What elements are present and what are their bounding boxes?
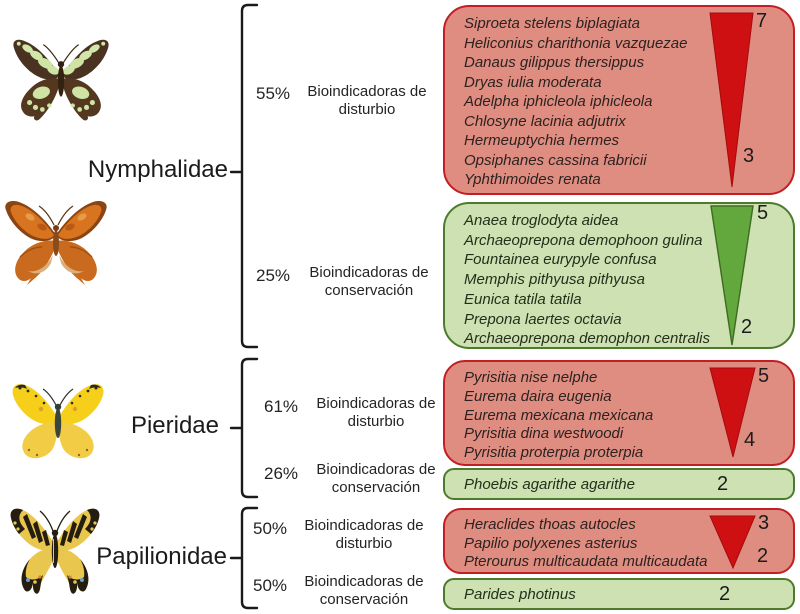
species-item: Eunica tatila tatila xyxy=(464,290,582,308)
species-item: Yphthimoides renata xyxy=(464,171,601,188)
species-item: Heliconius charithonia vazquezae xyxy=(464,34,688,52)
species-box-pieridae-disturbio: Pyrisitia nise nelphe Eurema daira eugen… xyxy=(443,360,795,466)
species-item: Phoebis agarithe agarithe xyxy=(464,475,635,493)
range-bottom-nymphalidae-conservacion: 2 xyxy=(741,316,753,338)
percent-papilionidae-conservacion: 50% xyxy=(253,576,288,595)
bracket-pieridae xyxy=(229,357,259,499)
species-box-papilionidae-conservacion: Parides photinus xyxy=(443,578,795,610)
range-top-papilionidae-disturbio: 3 xyxy=(758,512,770,534)
species-item: Adelpha iphicleola iphicleola xyxy=(464,93,653,110)
range-bottom-nymphalidae-disturbio: 3 xyxy=(743,145,755,167)
species-item: Papilio polyxenes asterius xyxy=(464,534,638,552)
percent-nymphalidae-disturbio: 55% xyxy=(256,84,291,103)
species-item: Pyrisitia proterpia proterpia xyxy=(464,444,644,462)
orange-leafwing-butterfly-image xyxy=(5,200,108,286)
species-box-papilionidae-disturbio: Heraclides thoas autocles Papilio polyxe… xyxy=(443,508,795,574)
species-item: Danaus gilippus thersippus xyxy=(464,54,645,71)
species-item: Opsiphanes cassina fabricii xyxy=(464,151,647,169)
species-box-pieridae-conservacion: Phoebis agarithe agarithe xyxy=(443,468,795,500)
species-item: Prepona laertes octavia xyxy=(464,310,622,328)
count-papilionidae-conservacion: 2 xyxy=(719,583,731,605)
bracket-nymphalidae xyxy=(229,3,259,349)
range-top-nymphalidae-conservacion: 5 xyxy=(757,202,769,224)
range-top-pieridae-disturbio: 5 xyxy=(758,365,770,387)
species-item: Eurema daira eugenia xyxy=(464,387,612,405)
species-item: Chlosyne lacinia adjutrix xyxy=(464,112,626,130)
percent-pieridae-conservacion: 26% xyxy=(264,464,299,483)
species-item: Heraclides thoas autocles xyxy=(464,516,636,533)
species-item: Eurema mexicana mexicana xyxy=(464,406,654,424)
tiger-swallowtail-butterfly-image xyxy=(10,507,101,595)
species-item: Memphis pithyusa pithyusa xyxy=(464,271,645,289)
count-pieridae-conservacion: 2 xyxy=(717,473,729,495)
species-item: Anaea troglodyta aidea xyxy=(464,212,619,229)
range-bottom-pieridae-disturbio: 4 xyxy=(744,429,756,451)
species-item: Siproeta stelens biplagiata xyxy=(464,15,640,32)
yellow-sulphur-butterfly-image xyxy=(12,383,105,459)
percent-nymphalidae-conservacion: 25% xyxy=(256,266,291,285)
species-item: Fountainea eurypyle confusa xyxy=(464,251,657,269)
percent-pieridae-disturbio: 61% xyxy=(264,397,299,416)
species-item: Pyrisitia nise nelphe xyxy=(464,369,598,386)
species-item: Dryas iulia moderata xyxy=(464,73,602,91)
range-bottom-papilionidae-disturbio: 2 xyxy=(757,545,769,567)
family-label-nymphalidae: Nymphalidae xyxy=(87,156,228,183)
species-item: Parides photinus xyxy=(464,585,576,603)
species-item: Pyrisitia dina westwoodi xyxy=(464,425,624,443)
species-item: Archaeoprepona demophon centralis xyxy=(464,330,710,348)
species-item: Archaeoprepona demophoon gulina xyxy=(464,231,703,249)
percent-papilionidae-disturbio: 50% xyxy=(253,519,288,538)
species-item: Pterourus multicaudata multicaudata xyxy=(464,553,708,571)
family-label-pieridae: Pieridae xyxy=(130,412,219,439)
family-label-papilionidae: Papilionidae xyxy=(96,543,227,570)
range-top-nymphalidae-disturbio: 7 xyxy=(756,10,768,32)
species-item: Hermeuptychia hermes xyxy=(464,132,620,149)
malachite-butterfly-image xyxy=(13,39,110,122)
